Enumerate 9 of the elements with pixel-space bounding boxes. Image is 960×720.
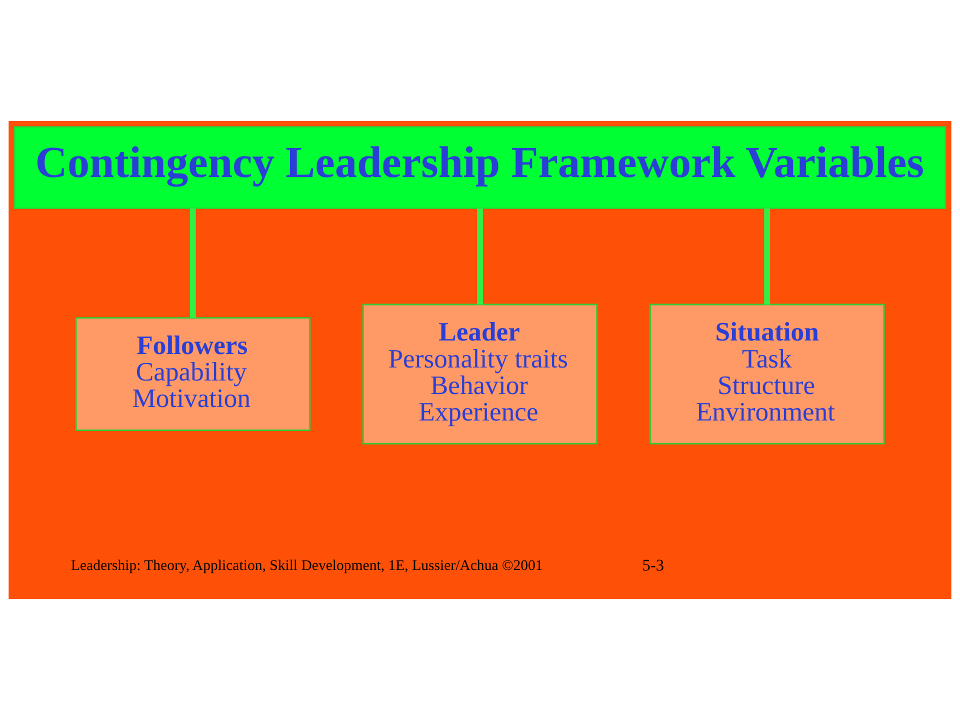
node-box: Contingency Leadership Framework Variables: [14, 126, 946, 210]
node-box: Situation Task Structure Environment: [649, 304, 885, 444]
node-box: Leader Personality traits Behavior Experience: [362, 304, 598, 444]
connector: [477, 208, 483, 304]
label: Leadership: Theory, Application, Skill Development, 1E, Lussier/Achua ©2001: [70, 558, 543, 574]
node-box: Followers Capability Motivation: [75, 317, 311, 432]
label: 5-3: [642, 556, 664, 575]
connector: [764, 208, 770, 304]
connector: [190, 208, 196, 318]
